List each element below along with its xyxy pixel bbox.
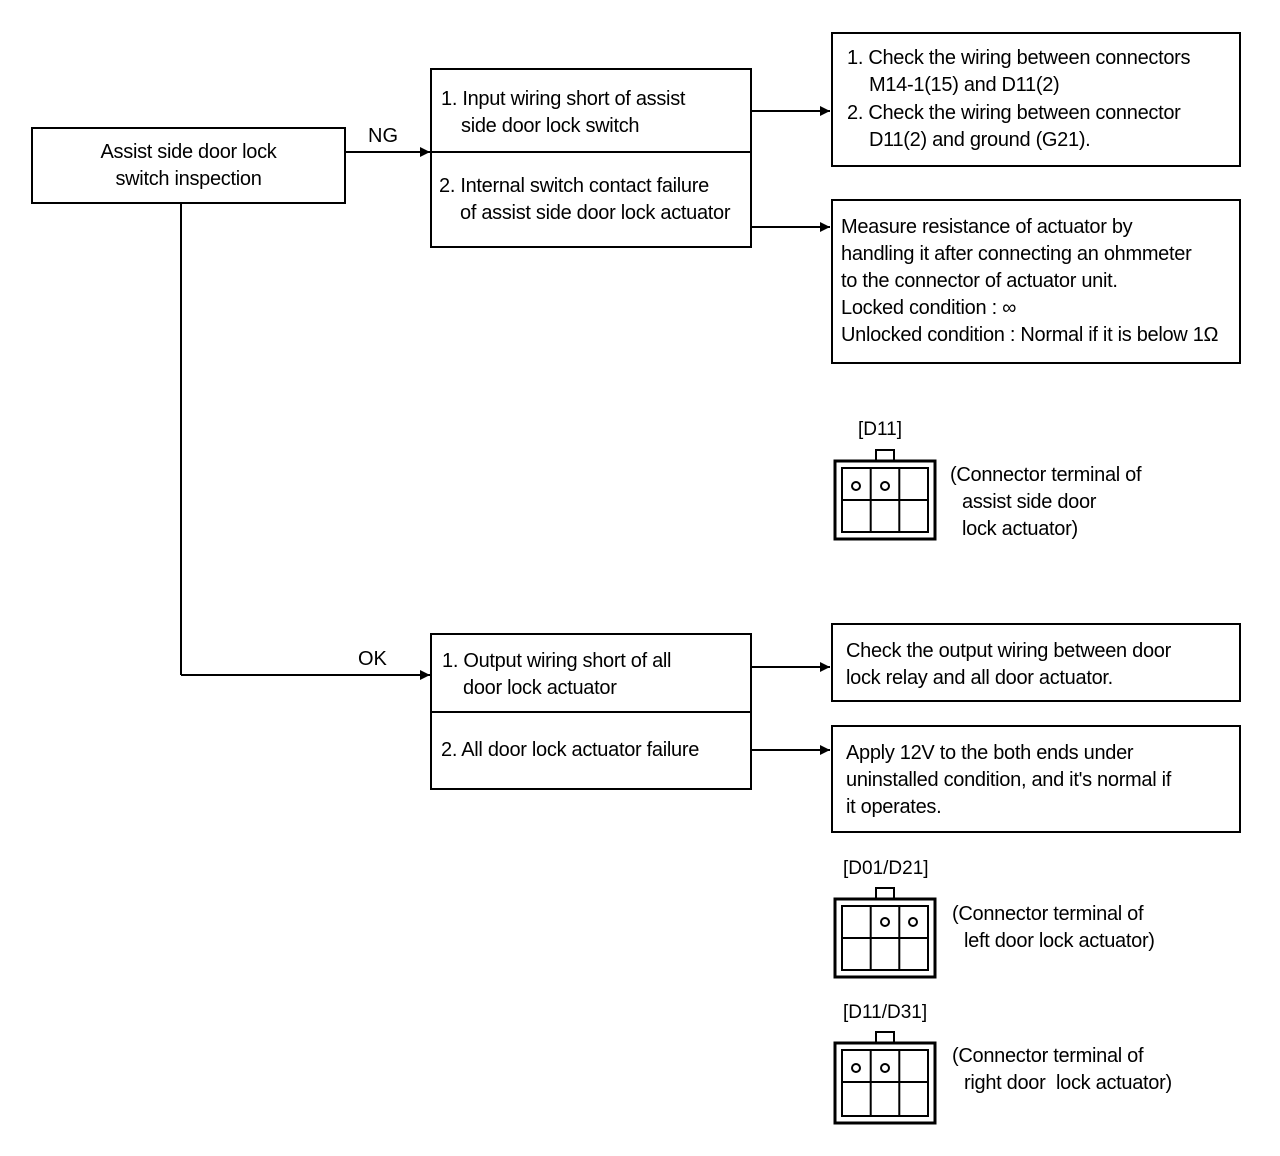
- ng-action1-line3: 2. Check the wiring between connector: [847, 102, 1181, 124]
- ok-action2-line1: Apply 12V to the both ends under: [846, 742, 1134, 764]
- connector-d11-icon: [833, 449, 937, 541]
- ok-action2-line2: uninstalled condition, and it's normal i…: [846, 769, 1172, 791]
- start-box: [31, 127, 346, 204]
- ng-action2-line4: Locked condition : ∞: [841, 297, 1017, 319]
- connector-d01-d21-icon: [833, 887, 937, 979]
- ng-action1-line4: D11(2) and ground (G21).: [869, 129, 1091, 151]
- connector-d11-desc-line1: (Connector terminal of: [950, 464, 1142, 486]
- start-box-line2: switch inspection: [115, 168, 262, 190]
- ng-causes-box: [430, 68, 752, 248]
- connector-d11-desc-line2: assist side door: [962, 491, 1097, 513]
- connector-d01-d21-title: [D01/D21]: [843, 858, 929, 879]
- ng-cause1-line1: 1. Input wiring short of assist: [441, 88, 686, 110]
- ng-causes-divider: [430, 151, 752, 153]
- ng-cause1-line2: side door lock switch: [461, 115, 640, 137]
- connector-d11-d31-title: [D11/D31]: [843, 1002, 928, 1023]
- connector-d01-d21-desc-line2: left door lock actuator): [964, 930, 1155, 952]
- ng-action1-box: [831, 32, 1241, 167]
- ng-label: NG: [368, 125, 398, 147]
- ok-causes-divider: [430, 711, 752, 713]
- ng-action2-line2: handling it after connecting an ohmmeter: [841, 243, 1192, 265]
- ng-action2-line5: Unlocked condition : Normal if it is bel…: [841, 324, 1219, 346]
- connector-d11-desc-line3: lock actuator): [962, 518, 1078, 540]
- connector-d11-title: [D11]: [858, 419, 903, 440]
- connector-d01-d21-desc-line1: (Connector terminal of: [952, 903, 1144, 925]
- ng-action1-line2: M14-1(15) and D11(2): [869, 74, 1060, 96]
- ok-label: OK: [358, 648, 387, 670]
- connector-d11-d31-desc-line1: (Connector terminal of: [952, 1045, 1144, 1067]
- start-box-line1: Assist side door lock: [100, 141, 277, 163]
- ng-cause2-line2: of assist side door lock actuator: [460, 202, 731, 224]
- ng-action2-line1: Measure resistance of actuator by: [841, 216, 1133, 238]
- ok-action2-box: [831, 725, 1241, 833]
- ok-cause2-line1: 2. All door lock actuator failure: [441, 739, 700, 761]
- ok-cause1-line1: 1. Output wiring short of all: [442, 650, 672, 672]
- ng-action2-box: [831, 199, 1241, 364]
- ok-action1-box: [831, 623, 1241, 702]
- ok-action1-line1: Check the output wiring between door: [846, 640, 1171, 662]
- connector-d11-d31-desc-line2: right door lock actuator): [964, 1072, 1172, 1094]
- ok-cause1-line2: door lock actuator: [463, 677, 617, 699]
- ok-action1-line2: lock relay and all door actuator.: [846, 667, 1113, 689]
- connector-d11-d31-icon: [833, 1031, 937, 1125]
- ng-action1-line1: 1. Check the wiring between connectors: [847, 47, 1191, 69]
- ng-action2-line3: to the connector of actuator unit.: [841, 270, 1118, 292]
- ng-cause2-line1: 2. Internal switch contact failure: [439, 175, 709, 197]
- ok-action2-line3: it operates.: [846, 796, 942, 818]
